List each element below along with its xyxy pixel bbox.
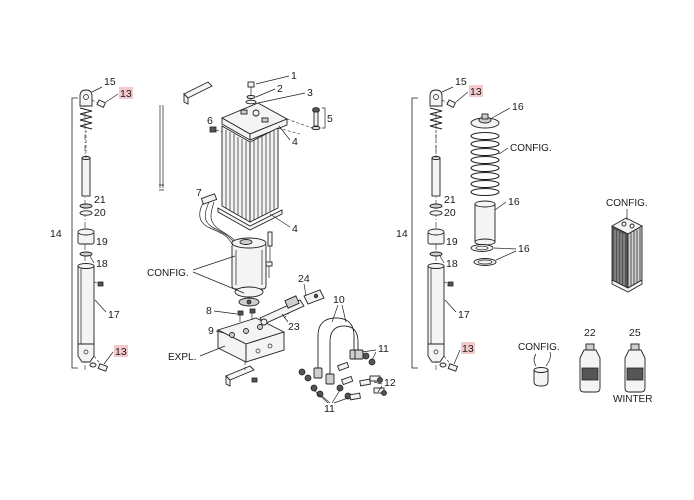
label-16-top: 16 (512, 101, 524, 113)
label-23: 23 (288, 321, 300, 333)
label-17-left: 17 (108, 309, 120, 321)
label-12: 12 (384, 377, 396, 389)
right-cylinder-assembly (411, 89, 459, 372)
label-2: 2 (277, 83, 283, 95)
label-21-right: 21 (444, 194, 456, 206)
label-14-right: 14 (396, 228, 408, 240)
label-8: 8 (206, 305, 212, 317)
label-19-left: 19 (96, 236, 108, 248)
label-24: 24 (298, 273, 310, 285)
control-box (209, 81, 313, 231)
highlight-13-right-bottom: 13 (461, 342, 475, 355)
highlight-13-left-top: 13 (119, 87, 133, 100)
label-19-right: 19 (446, 236, 458, 248)
config-control-box (611, 217, 643, 293)
label-25: 25 (629, 327, 641, 339)
label-16-bottom: 16 (518, 243, 530, 255)
label-13-left-bottom: 13 (115, 346, 127, 358)
label-16-mid: 16 (508, 196, 520, 208)
label-13-right-top: 13 (470, 86, 482, 98)
label-4-bottom: 4 (292, 223, 298, 235)
angle-bracket-top (183, 81, 213, 105)
label-config-motor: CONFIG. (147, 268, 189, 279)
label-15-right: 15 (455, 76, 467, 88)
hoses (298, 317, 387, 401)
label-17-right: 17 (458, 309, 470, 321)
fitting-23-24 (259, 289, 325, 326)
fitting-5 (311, 107, 321, 130)
label-21-left: 21 (94, 194, 106, 206)
label-14-left: 14 (50, 228, 62, 240)
label-6: 6 (207, 115, 213, 127)
label-config-box: CONFIG. (606, 198, 648, 209)
oil-bottle-22 (579, 343, 601, 393)
label-winter: WINTER (613, 394, 652, 405)
label-7: 7 (196, 187, 202, 199)
label-4-top: 4 (292, 136, 298, 148)
label-11-right: 11 (378, 343, 389, 355)
label-5: 5 (327, 113, 333, 125)
label-10: 10 (333, 294, 345, 306)
highlight-13-right-top: 13 (469, 85, 483, 98)
label-expl: EXPL. (168, 352, 196, 363)
bracket-14-left (71, 97, 78, 369)
spring-kit-16 (470, 113, 500, 266)
valve-block (216, 308, 286, 387)
left-cylinder-assembly (71, 89, 109, 372)
capacitor-config (533, 351, 551, 387)
label-20-left: 20 (94, 207, 106, 219)
motor-pump (199, 193, 273, 307)
tie-rod (159, 105, 164, 191)
oil-bottle-25-winter (624, 343, 646, 393)
label-13-right-bottom: 13 (462, 343, 474, 355)
label-15-left: 15 (104, 76, 116, 88)
bracket-14-right (411, 97, 418, 369)
label-9: 9 (208, 325, 214, 337)
label-22: 22 (584, 327, 596, 339)
label-13-left-top: 13 (120, 88, 132, 100)
label-config-capacitor: CONFIG. (518, 342, 560, 353)
label-1: 1 (291, 70, 297, 82)
label-18-left: 18 (96, 258, 108, 270)
label-11-bottom: 11 (324, 403, 335, 415)
label-18-right: 18 (446, 258, 458, 270)
highlight-13-left-bottom: 13 (114, 345, 128, 358)
label-3: 3 (307, 87, 313, 99)
label-20-right: 20 (444, 207, 456, 219)
label-config-spring: CONFIG. (510, 143, 552, 154)
